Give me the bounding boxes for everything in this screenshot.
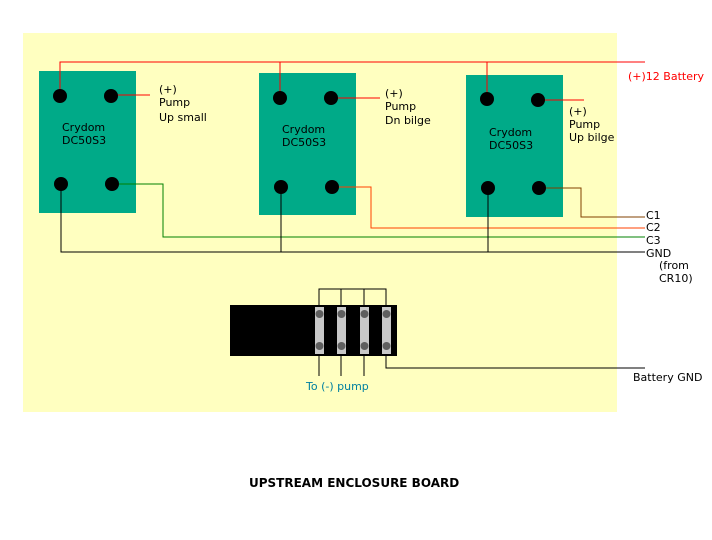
gnd-source-label: (from xyxy=(659,259,689,272)
relay-3-label: Up bilge xyxy=(569,131,615,144)
diagram-title: UPSTREAM ENCLOSURE BOARD xyxy=(249,476,459,490)
relay-2-model: DC50S3 xyxy=(282,136,326,149)
relay-3-model: DC50S3 xyxy=(489,139,533,152)
c3-label: C3 xyxy=(646,234,661,247)
c2-wire xyxy=(332,186,645,229)
relay-2-label: Dn bilge xyxy=(385,114,431,127)
relay-1-label: Pump xyxy=(159,96,190,109)
relay-1-label: Up small xyxy=(159,111,207,124)
c3-wire xyxy=(112,183,645,238)
battery-gnd-label: Battery GND xyxy=(633,371,702,384)
relay-2-label: (+) xyxy=(385,87,403,100)
relay-2-brand: Crydom xyxy=(282,123,325,136)
terminal-block xyxy=(230,288,645,376)
relay-2-label: Pump xyxy=(385,100,416,113)
relay-1-brand: Crydom xyxy=(62,121,105,134)
gnd-label: GND xyxy=(646,247,671,260)
relay-1-label: (+) xyxy=(159,83,177,96)
c1-wire xyxy=(539,187,645,218)
relay-3-brand: Crydom xyxy=(489,126,532,139)
relay-3-label: Pump xyxy=(569,118,600,131)
c2-label: C2 xyxy=(646,221,661,234)
relay-3-label: (+) xyxy=(569,105,587,118)
relay-1-model: DC50S3 xyxy=(62,134,106,147)
gnd-source-label: CR10) xyxy=(659,272,693,285)
gnd-wire xyxy=(60,184,645,253)
battery-label: (+)12 Battery xyxy=(628,70,704,83)
pump-negative-label: To (-) pump xyxy=(305,380,369,393)
terminals xyxy=(53,89,546,195)
c1-label: C1 xyxy=(646,209,661,222)
